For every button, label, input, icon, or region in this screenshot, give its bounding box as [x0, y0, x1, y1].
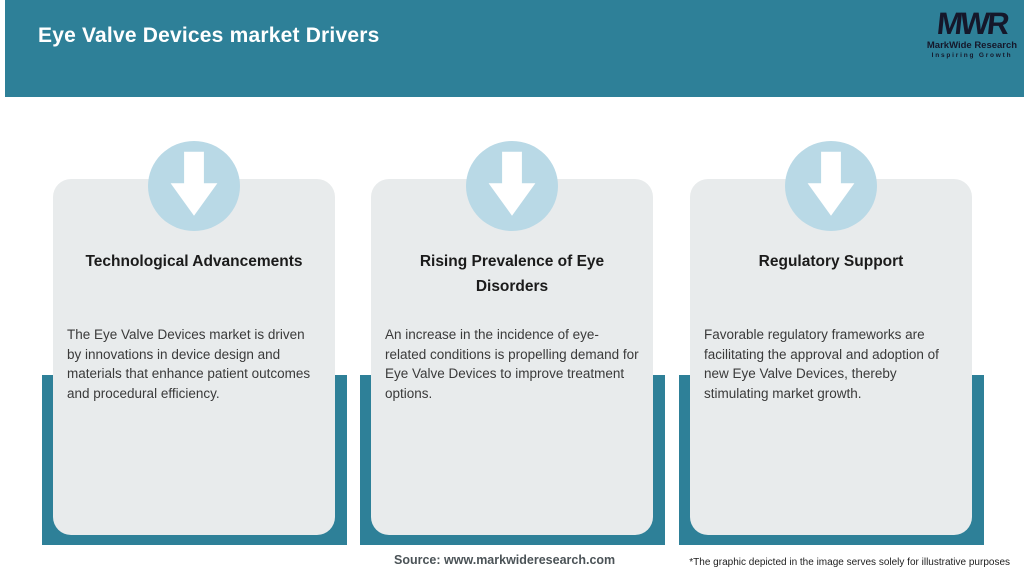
- down-arrow-icon: [148, 141, 240, 231]
- logo-name: MarkWide Research: [926, 40, 1018, 51]
- card-title: Rising Prevalence of Eye Disorders: [419, 253, 605, 295]
- markwide-research-logo: MWR MarkWide Research Inspiring Growth: [922, 6, 1022, 59]
- page-title: Eye Valve Devices market Drivers: [38, 24, 380, 47]
- down-arrow-icon: [785, 141, 877, 231]
- card-title: Regulatory Support: [758, 253, 904, 270]
- driver-card-rising-prevalence: Rising Prevalence of Eye Disorders An in…: [371, 179, 653, 535]
- card-body-text: Favorable regulatory frameworks are faci…: [704, 327, 939, 401]
- card-body-text: The Eye Valve Devices market is driven b…: [67, 327, 311, 401]
- logo-tagline: Inspiring Growth: [931, 52, 1013, 59]
- card-body-text: An increase in the incidence of eye-rela…: [385, 327, 639, 401]
- disclaimer-note: *The graphic depicted in the image serve…: [689, 557, 1010, 568]
- source-attribution: Source: www.markwideresearch.com: [394, 553, 616, 567]
- driver-card-technological-advancements: Technological Advancements The Eye Valve…: [53, 179, 335, 535]
- header-band: Eye Valve Devices market Drivers MWR Mar…: [5, 0, 1024, 97]
- logo-monogram: MWR: [935, 6, 1009, 41]
- card-title: Technological Advancements: [85, 253, 303, 270]
- driver-card-regulatory-support: Regulatory Support Favorable regulatory …: [690, 179, 972, 535]
- down-arrow-icon: [466, 141, 558, 231]
